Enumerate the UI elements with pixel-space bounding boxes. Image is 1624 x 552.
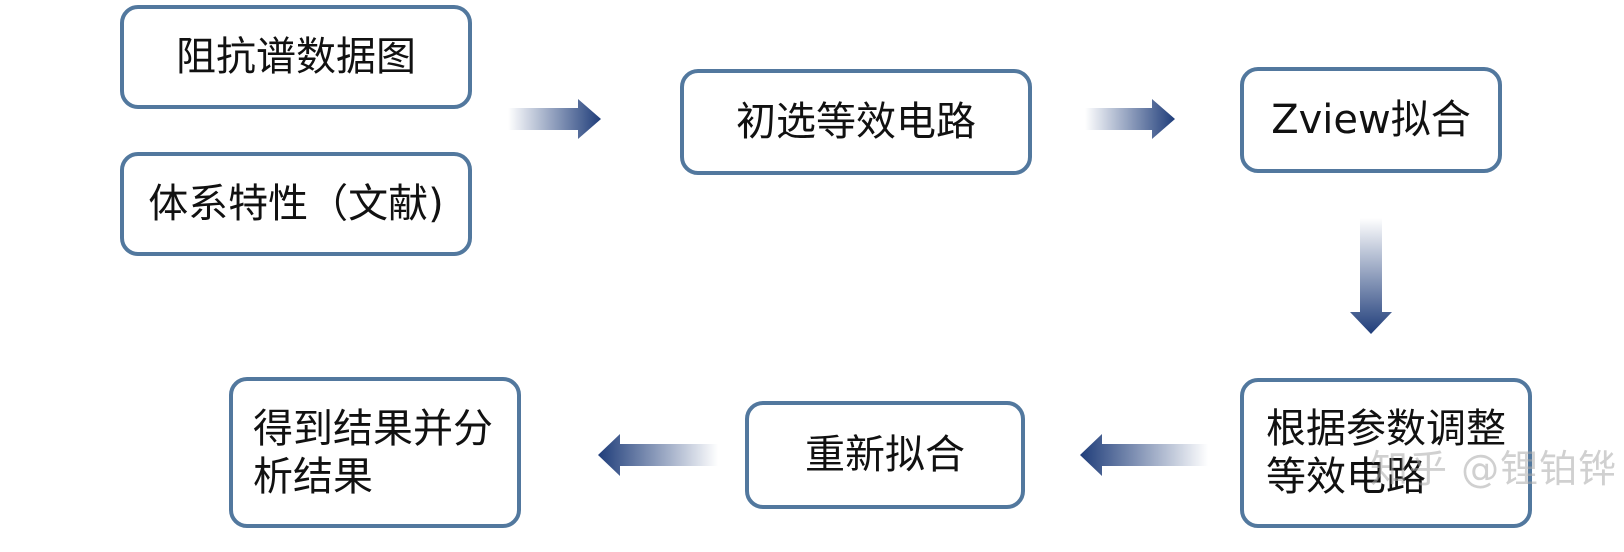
- arrow-left-2: [598, 434, 718, 476]
- arrow-right-2: [1085, 99, 1175, 139]
- node-result-analysis: 得到结果并分 析结果: [229, 377, 521, 528]
- node-zview-fit: Zview拟合: [1240, 67, 1502, 173]
- node-label: 体系特性（文献): [148, 181, 444, 227]
- node-label: 初选等效电路: [736, 99, 976, 145]
- node-impedance-spectrum: 阻抗谱数据图: [120, 5, 472, 109]
- arrow-left-1: [1080, 434, 1208, 476]
- node-label: 阻抗谱数据图: [176, 34, 416, 80]
- node-system-characteristics: 体系特性（文献): [120, 152, 472, 256]
- node-adjust-circuit: 根据参数调整 等效电路: [1240, 378, 1532, 528]
- node-label: 重新拟合: [805, 432, 965, 478]
- node-refit: 重新拟合: [745, 401, 1025, 509]
- node-initial-circuit: 初选等效电路: [680, 69, 1032, 175]
- node-label: Zview拟合: [1271, 97, 1471, 143]
- node-label-line2: 等效电路: [1266, 454, 1426, 500]
- node-label-line2: 析结果: [253, 453, 373, 500]
- node-label-line1: 根据参数调整: [1266, 406, 1506, 452]
- watermark: 知乎 @锂铂铧: [1370, 447, 1618, 491]
- arrow-down: [1350, 218, 1392, 334]
- arrow-right-1: [508, 99, 601, 139]
- node-label-line1: 得到结果并分: [253, 405, 493, 452]
